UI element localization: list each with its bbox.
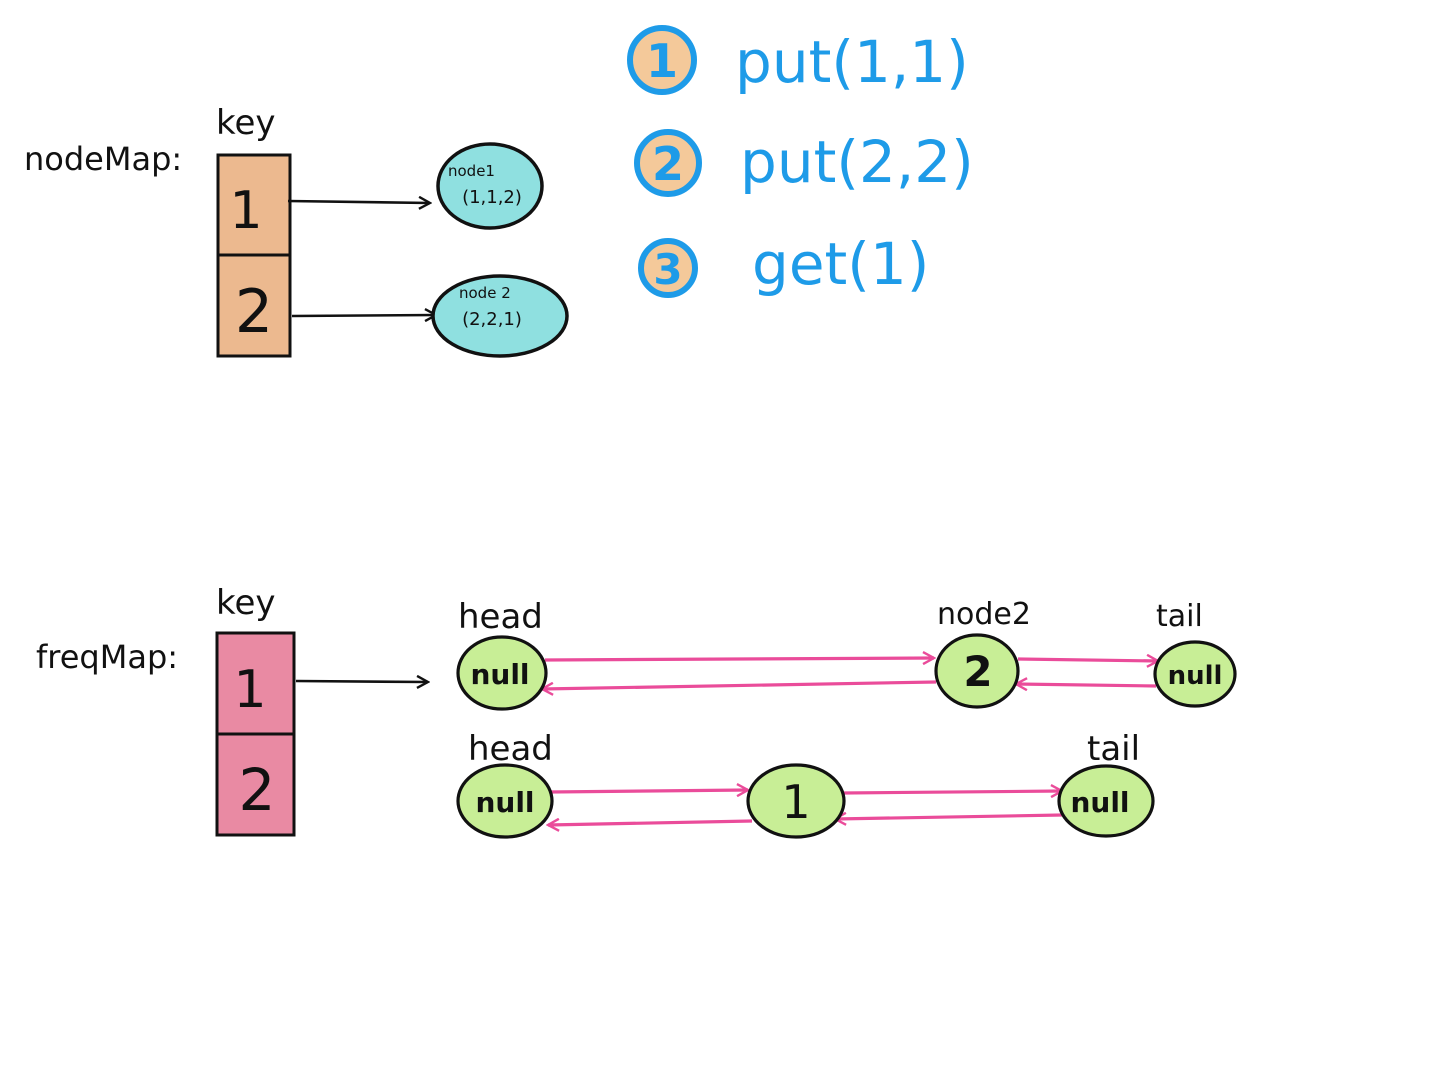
step-1: 1 put(1,1) — [627, 25, 969, 96]
list2-link-node-to-head — [548, 821, 753, 825]
list1-link-node-to-tail — [1017, 659, 1158, 661]
step-3-badge — [638, 238, 698, 298]
list1-head-label: head — [458, 597, 543, 637]
freq-map-key-2: 2 — [239, 756, 276, 824]
list2-head-ellipse — [456, 763, 554, 839]
list2-head-text: null — [475, 786, 534, 819]
node-map: nodeMap: key 1 2 node1 (1,1,2) node 2 (2… — [24, 103, 569, 358]
node2-value: (2,2,1) — [462, 309, 522, 330]
list1-tail-label: tail — [1156, 599, 1203, 634]
node-map-key-header: key — [216, 103, 276, 143]
list2-link-tail-to-node — [835, 815, 1063, 819]
list1-node-ellipse — [934, 633, 1020, 709]
list2-tail-text: null — [1070, 786, 1129, 819]
list2-tail-node: null — [1057, 764, 1155, 838]
list1-tail-ellipse — [1153, 640, 1237, 708]
list1-link-tail-to-node — [1016, 684, 1157, 686]
node-map-key-cell-1 — [216, 153, 292, 257]
list2-head-node: null — [456, 763, 554, 839]
list1-tail-node: null — [1153, 640, 1237, 708]
list1-head-ellipse — [456, 635, 548, 711]
step-2-number: 2 — [652, 137, 684, 191]
step-3-text: get(1) — [752, 230, 929, 298]
list1-link-head-to-node — [544, 658, 934, 660]
node-map-arrow-2 — [291, 315, 436, 316]
freq-list-1: head node2 tail null 2 null — [456, 597, 1237, 711]
node1-name: node1 — [448, 162, 495, 180]
step-3-number: 3 — [653, 245, 682, 294]
freq-map-key-1: 1 — [233, 660, 266, 720]
list2-node-text: 1 — [781, 775, 810, 829]
step-2-badge — [634, 129, 702, 197]
list2-head-label: head — [468, 729, 553, 769]
list1-node-label: node2 — [937, 597, 1031, 632]
freq-list-2: head tail null 1 null — [456, 729, 1155, 839]
node-map-key-2: 2 — [235, 277, 273, 347]
step-1-text: put(1,1) — [735, 28, 969, 96]
node2: node 2 (2,2,1) — [431, 274, 569, 358]
node1-value: (1,1,2) — [462, 187, 522, 208]
node2-name: node 2 — [459, 284, 511, 302]
list2-link-head-to-node — [549, 790, 748, 792]
list2-tail-ellipse — [1057, 764, 1155, 838]
list1-tail-text: null — [1168, 661, 1223, 691]
node-map-key-cell-2 — [216, 253, 292, 358]
list2-link-node-to-tail — [843, 791, 1062, 793]
freq-map-label: freqMap: — [36, 638, 178, 676]
freq-map-arrow-1 — [295, 681, 428, 682]
list1-link-node-to-head — [542, 680, 937, 689]
node-map-arrow-1 — [287, 201, 430, 203]
list2-tail-label: tail — [1087, 729, 1140, 769]
list2-node-ellipse — [746, 763, 846, 839]
node1-ellipse — [436, 142, 544, 230]
step-list: 1 put(1,1) 2 put(2,2) 3 get(1) — [627, 25, 974, 298]
node2-ellipse — [431, 274, 569, 358]
list1-head-text: null — [470, 658, 529, 691]
list1-head-node: null — [456, 635, 548, 711]
step-3: 3 get(1) — [638, 230, 929, 298]
node-map-key-1: 1 — [229, 181, 262, 241]
step-2-text: put(2,2) — [740, 128, 974, 196]
step-2: 2 put(2,2) — [634, 128, 974, 197]
step-1-badge — [627, 25, 697, 95]
node-map-label: nodeMap: — [24, 140, 182, 178]
list1-node-text: 2 — [963, 647, 992, 696]
list1-node: 2 — [934, 633, 1020, 709]
list2-node: 1 — [746, 763, 846, 839]
node1: node1 (1,1,2) — [436, 142, 544, 230]
step-1-number: 1 — [646, 34, 678, 88]
freq-map: freqMap: key 1 2 head node2 tail null 2 — [36, 583, 1237, 839]
freq-map-key-header: key — [216, 583, 276, 623]
freq-map-key-cell-2 — [215, 732, 296, 837]
